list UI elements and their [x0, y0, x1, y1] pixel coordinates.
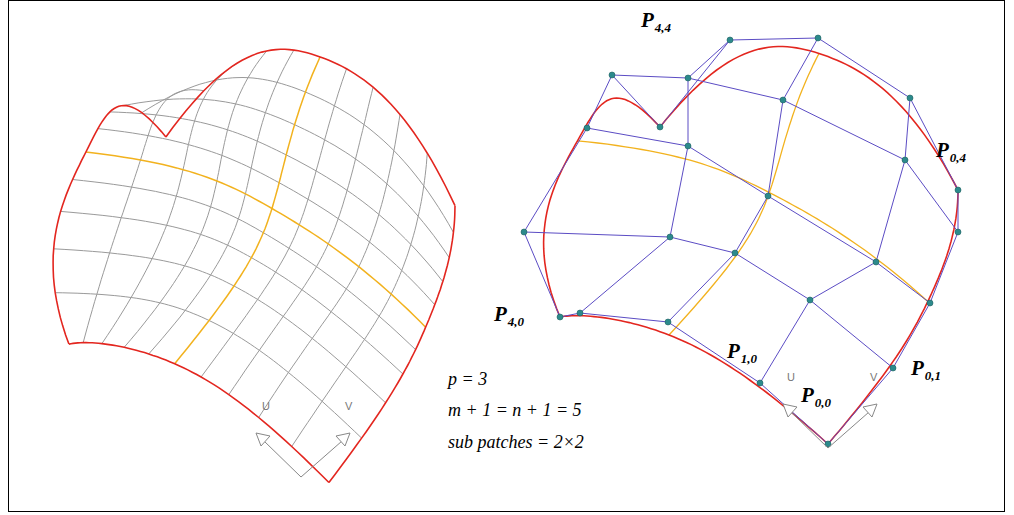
isoline — [259, 115, 400, 418]
patch-boundary — [578, 141, 928, 302]
surface-control-net — [521, 35, 961, 447]
control-point — [727, 37, 733, 43]
point-label: P — [801, 385, 814, 406]
control-point — [557, 314, 563, 320]
control-polygon — [760, 98, 910, 383]
point-label: P — [911, 358, 924, 379]
control-polygon — [612, 75, 958, 232]
control-point — [955, 187, 961, 193]
surface-edge — [660, 47, 958, 191]
isoline — [98, 129, 435, 305]
control-point — [667, 234, 673, 240]
axis-arrow — [783, 404, 797, 417]
point-index: 4,4 — [655, 21, 671, 34]
isoline — [110, 112, 443, 282]
control-point — [807, 297, 813, 303]
control-point — [873, 259, 879, 265]
control-point — [732, 250, 738, 256]
control-point — [757, 380, 763, 386]
axis-lines — [791, 412, 869, 448]
axis-arrow — [336, 433, 350, 446]
axis-arrow — [256, 433, 270, 446]
point-index: 4,0 — [508, 315, 524, 328]
surface-edge — [560, 316, 828, 444]
control-point — [609, 72, 615, 78]
point-index: 1,0 — [741, 352, 757, 365]
isoline — [124, 99, 449, 258]
control-point — [685, 143, 691, 149]
point-index: 0,1 — [925, 369, 941, 382]
control-point — [815, 35, 821, 41]
isoline — [149, 50, 294, 354]
isoline — [73, 180, 416, 350]
degree-note: p = 3 — [448, 370, 487, 388]
control-point — [890, 365, 896, 371]
point-label: P — [641, 10, 654, 31]
control-point — [902, 157, 908, 163]
control-point — [907, 95, 913, 101]
point-label: P — [494, 304, 507, 325]
control-point — [657, 124, 663, 130]
surface-isolines — [53, 49, 455, 482]
patch-note: sub patches = 2×2 — [448, 433, 584, 451]
count-note: m + 1 = n + 1 = 5 — [448, 401, 582, 419]
isoline — [229, 87, 373, 394]
control-point — [955, 229, 961, 235]
isoline — [142, 78, 454, 233]
axis-lines — [264, 441, 342, 477]
surface-edge — [329, 206, 455, 483]
control-polygon — [524, 232, 893, 368]
axis-label: U — [787, 372, 795, 383]
control-point — [577, 310, 583, 316]
control-polygon — [524, 75, 660, 317]
control-polygon — [660, 38, 958, 190]
patch-boundary — [175, 57, 320, 364]
point-label: P — [727, 341, 740, 362]
surface-edge — [69, 343, 329, 483]
axis-label: V — [345, 401, 352, 412]
patch-boundary — [669, 54, 819, 336]
control-polygon — [828, 190, 958, 444]
isoline — [55, 293, 361, 438]
control-point — [927, 300, 933, 306]
axis-arrow — [863, 404, 877, 417]
control-point — [665, 319, 671, 325]
control-polygon — [587, 128, 930, 303]
isoline — [124, 51, 266, 347]
control-point — [521, 229, 527, 235]
surface-edge — [828, 190, 958, 444]
axis-label: U — [262, 401, 270, 412]
surface-edge — [53, 106, 166, 345]
isoline — [201, 69, 346, 377]
patch-boundary — [86, 152, 426, 327]
isoline — [83, 90, 204, 343]
control-point — [765, 193, 771, 199]
axis-label: V — [870, 372, 877, 383]
control-point — [780, 97, 786, 103]
control-polygon — [580, 40, 730, 313]
point-label: P — [936, 140, 949, 161]
point-index: 0,0 — [815, 396, 831, 409]
control-point — [584, 125, 590, 131]
point-index: 0,4 — [950, 151, 966, 164]
surface-edge — [166, 49, 455, 205]
control-polygon — [560, 313, 828, 444]
control-point — [685, 75, 691, 81]
frame — [9, 1, 1005, 512]
